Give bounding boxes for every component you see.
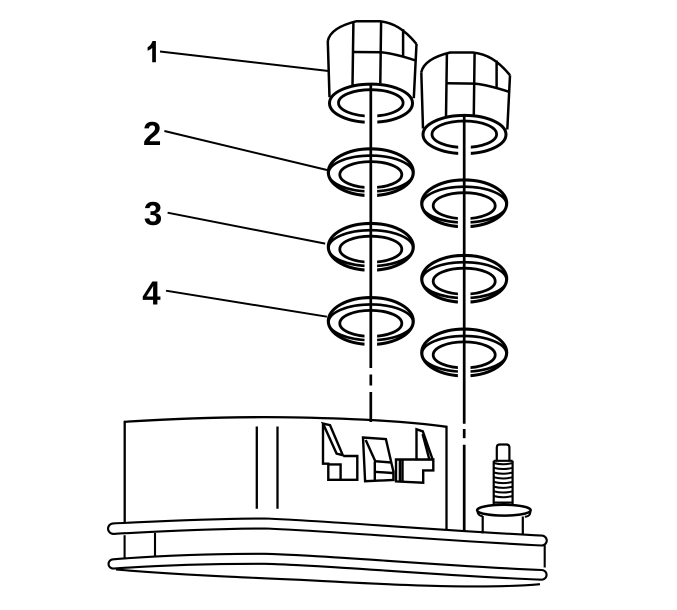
svg-text:3: 3 <box>144 195 162 232</box>
svg-text:4: 4 <box>142 275 161 312</box>
svg-text:2: 2 <box>143 115 161 152</box>
